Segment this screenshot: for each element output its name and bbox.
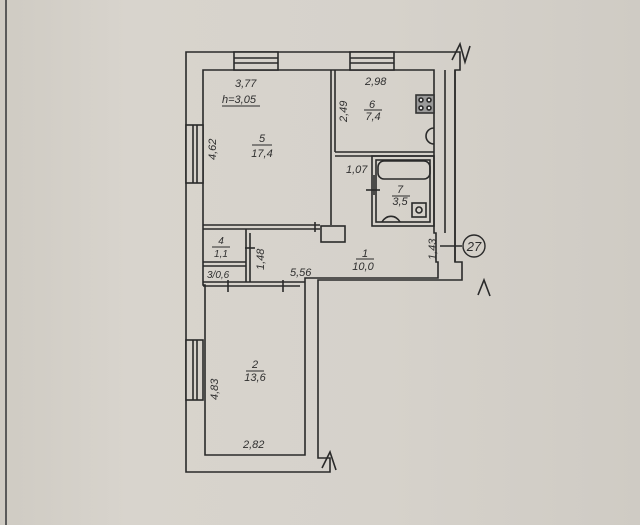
apartment-number-marker: 27 <box>462 234 486 258</box>
room2-area: 13,6 <box>244 372 266 384</box>
room5-area: 17,4 <box>251 148 272 160</box>
room7-area: 3,5 <box>392 196 408 208</box>
room7-number: 7 <box>397 184 404 196</box>
dim-room6-width: 2,98 <box>364 76 387 88</box>
room6-area: 7,4 <box>365 111 380 123</box>
room4-number-label: 4 <box>218 236 224 247</box>
dim-room5-length: 4,62 <box>207 139 219 160</box>
room4-area: 1,1 <box>214 249 228 260</box>
room3-label: 3/0,6 <box>207 270 230 281</box>
ceiling-height: h=3,05 <box>222 94 257 106</box>
apartment-number: 27 <box>466 239 482 254</box>
dim-hall-length: 5,56 <box>290 267 312 279</box>
dim-room5-width: 3,77 <box>235 78 257 90</box>
dim-room2-length: 4,83 <box>209 378 221 400</box>
dim-hall-side: 1,43 <box>427 238 439 260</box>
dim-hall-small: 1,48 <box>255 248 267 270</box>
sheet-edge <box>5 0 7 525</box>
room1-area: 10,0 <box>352 261 374 273</box>
dim-room2-width: 2,82 <box>242 439 264 451</box>
room1-number: 1 <box>362 248 368 260</box>
outer-wall <box>185 51 463 473</box>
room5-number: 5 <box>259 133 266 145</box>
dim-hall-width: 1,07 <box>346 164 368 176</box>
dim-room6-length: 2,49 <box>338 101 350 123</box>
room2-number: 2 <box>251 359 258 371</box>
room6-number: 6 <box>369 99 376 111</box>
